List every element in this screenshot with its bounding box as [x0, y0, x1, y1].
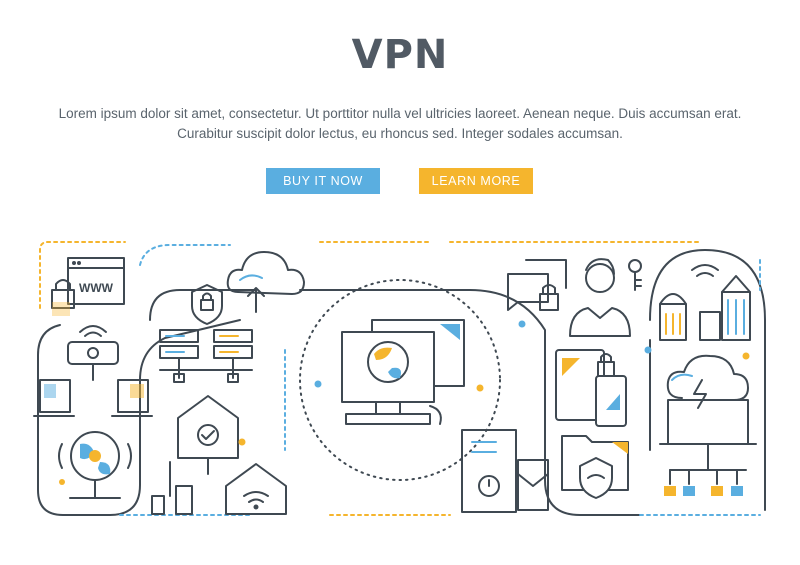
- learn-more-button[interactable]: LEARN MORE: [419, 168, 533, 194]
- house-check-icon: [177, 395, 239, 475]
- server-tower-icon: [461, 429, 549, 513]
- folder-shield-icon: [561, 435, 629, 499]
- house-wifi-icon: [225, 463, 287, 515]
- shield-icon: [191, 284, 223, 325]
- browser-text: WWW: [79, 281, 114, 295]
- chat-lock-icon: [507, 259, 567, 311]
- description-line-2: Curabitur suscipit dolor lectus, eu rhon…: [177, 126, 623, 141]
- tablet-icon: [555, 349, 627, 427]
- laptop-icon-right: [111, 379, 153, 417]
- user-avatar-icon: [569, 258, 631, 337]
- accent-dots: [59, 320, 750, 485]
- tower-icon: [151, 461, 193, 515]
- cloud-storm-icon: [659, 354, 757, 445]
- outer-frame: [37, 249, 766, 516]
- cloud-upload-icon: [226, 251, 305, 313]
- padlock-icon: [51, 279, 75, 316]
- server-icon: [159, 329, 253, 383]
- page-description: Lorem ipsum dolor sit amet, consectetur.…: [20, 104, 780, 144]
- key-icon: [628, 259, 642, 291]
- globe-icon: [58, 431, 132, 499]
- description-line-1: Lorem ipsum dolor sit amet, consectetur.…: [58, 106, 742, 121]
- buy-it-now-button[interactable]: BUY IT NOW: [266, 168, 380, 194]
- browser-window-icon: WWW: [67, 257, 125, 305]
- laptop-icon-left: [33, 379, 75, 417]
- monitor-icon-front: [341, 331, 442, 425]
- router-icon: [67, 325, 119, 381]
- network-tree-icon: [664, 443, 747, 496]
- dotted-circle: [299, 279, 501, 481]
- vpn-illustration: WWW: [0, 230, 800, 530]
- page-title: VPN: [351, 32, 449, 78]
- city-icon: [659, 264, 751, 341]
